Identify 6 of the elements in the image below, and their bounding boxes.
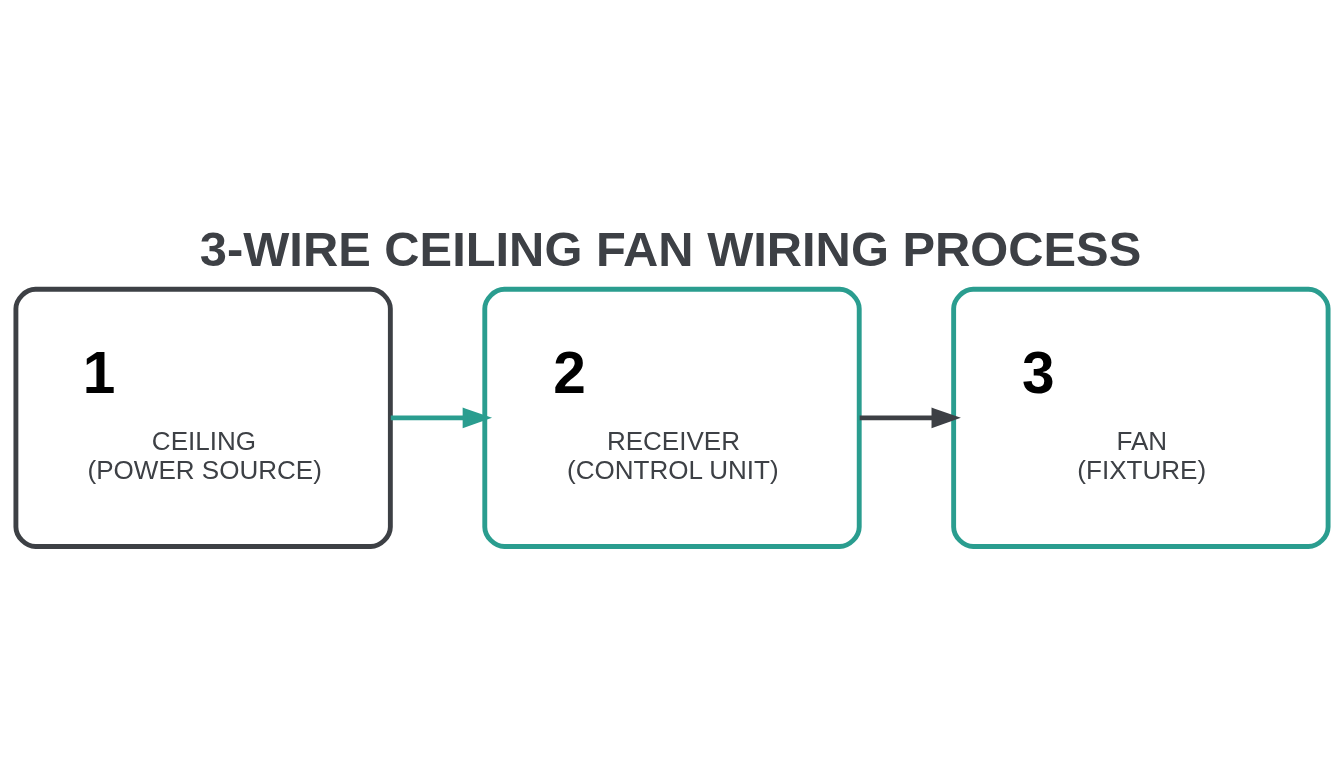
node-box: 3 FAN (FIXTURE) [951, 286, 1331, 549]
node-box: 1 CEILING (POWER SOURCE) [13, 286, 393, 549]
arrow [859, 407, 961, 428]
diagram-title: 3-WIRE CEILING FAN WIRING PROCESS [199, 221, 1142, 276]
arrow [390, 407, 492, 428]
node-box: 2 RECEIVER (CONTROL UNIT) [482, 286, 862, 549]
